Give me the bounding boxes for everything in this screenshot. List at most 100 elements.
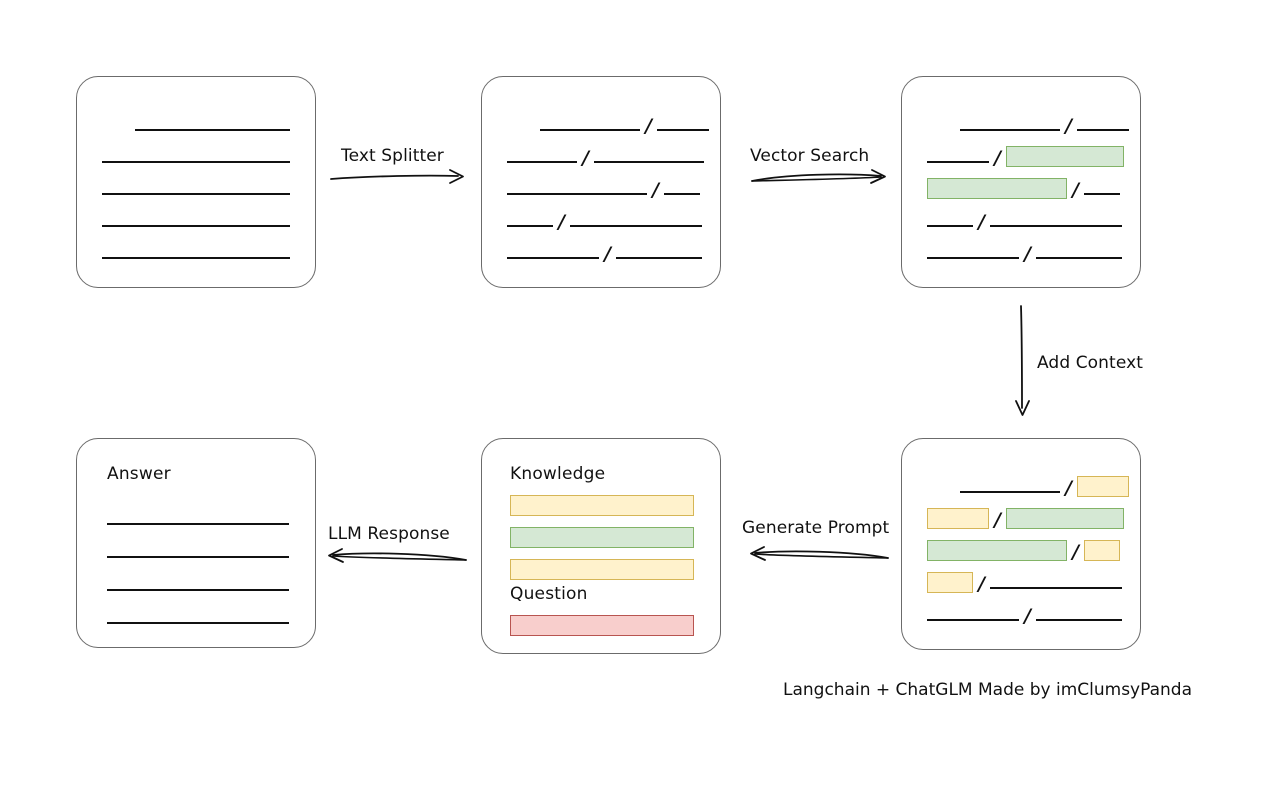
knowledge-bar — [510, 559, 694, 580]
text-line-segment — [102, 257, 290, 259]
text-line-segment — [102, 161, 290, 163]
document-lines: / / / / / — [902, 77, 1140, 287]
source-document-card[interactable] — [76, 76, 316, 288]
slash-separator: / — [645, 115, 652, 137]
slash-separator: / — [994, 147, 1001, 169]
document-line-row: / — [927, 207, 1122, 233]
text-line-segment — [927, 619, 1019, 621]
document-line-row: / — [927, 505, 1124, 531]
highlighted-chunk — [1005, 508, 1124, 529]
text-line-segment — [569, 225, 702, 227]
document-line-row: / — [540, 111, 709, 137]
document-line-row: / — [507, 239, 702, 265]
slash-separator: / — [1065, 477, 1072, 499]
slash-separator: / — [1072, 541, 1079, 563]
arrow-vector-search — [750, 168, 890, 188]
document-lines: / / / / / — [482, 77, 720, 287]
answer-card[interactable]: Answer — [76, 438, 316, 648]
question-label: Question — [510, 584, 588, 604]
text-line-segment — [1035, 257, 1122, 259]
document-line-row — [107, 505, 289, 525]
highlighted-chunk — [927, 572, 973, 593]
slash-separator: / — [994, 509, 1001, 531]
text-line-segment — [1076, 129, 1129, 131]
document-line-row — [107, 538, 289, 558]
document-line-row: / — [927, 537, 1120, 563]
knowledge-bar — [510, 527, 694, 548]
document-line-row — [107, 604, 289, 624]
text-line-segment — [507, 161, 577, 163]
highlighted-chunk — [927, 508, 989, 529]
vector-matched-document-card[interactable]: / / / / / — [901, 76, 1141, 288]
highlighted-chunk — [1083, 540, 1120, 561]
context-document-card[interactable]: / / / / / — [901, 438, 1141, 650]
document-line-row — [102, 207, 290, 227]
slash-separator: / — [978, 573, 985, 595]
split-document-card[interactable]: / / / / / — [481, 76, 721, 288]
text-line-segment — [102, 225, 290, 227]
document-lines: / / / / / — [902, 439, 1140, 649]
document-line-row: / — [927, 601, 1122, 627]
highlighted-chunk — [927, 178, 1067, 199]
document-line-row: / — [960, 473, 1129, 499]
document-lines — [77, 77, 315, 287]
arrow-label-vector-search: Vector Search — [750, 146, 870, 166]
slash-separator: / — [558, 211, 565, 233]
text-line-segment — [107, 622, 289, 624]
document-line-row — [107, 571, 289, 591]
document-line-row: / — [927, 569, 1122, 595]
text-line-segment — [107, 556, 289, 558]
document-line-row: / — [927, 175, 1120, 201]
answer-label: Answer — [107, 464, 171, 484]
text-line-segment — [593, 161, 704, 163]
arrow-add-context — [1012, 305, 1034, 418]
highlighted-chunk — [927, 540, 1067, 561]
text-line-segment — [102, 193, 290, 195]
document-line-row: / — [960, 111, 1129, 137]
document-line-row — [135, 111, 290, 131]
document-line-row: / — [507, 207, 702, 233]
document-line-row: / — [507, 175, 700, 201]
arrow-label-llm-response: LLM Response — [328, 524, 450, 544]
slash-separator: / — [1024, 605, 1031, 627]
footer-credit: Langchain + ChatGLM Made by imClumsyPand… — [783, 680, 1192, 700]
text-line-segment — [135, 129, 290, 131]
text-line-segment — [507, 225, 553, 227]
text-line-segment — [927, 257, 1019, 259]
arrow-label-text-splitter: Text Splitter — [341, 146, 444, 166]
document-line-row: / — [507, 143, 704, 169]
document-line-row — [102, 143, 290, 163]
text-line-segment — [540, 129, 640, 131]
answer-lines — [77, 439, 315, 647]
slash-separator: / — [1065, 115, 1072, 137]
text-line-segment — [927, 225, 973, 227]
slash-separator: / — [604, 243, 611, 265]
text-line-segment — [507, 257, 599, 259]
text-line-segment — [615, 257, 702, 259]
text-line-segment — [107, 523, 289, 525]
document-line-row: / — [927, 239, 1122, 264]
document-line-row: / — [927, 143, 1124, 169]
slash-separator: / — [1072, 179, 1079, 201]
arrow-label-generate-prompt: Generate Prompt — [742, 518, 890, 538]
prompt-card[interactable]: Knowledge Question — [481, 438, 721, 654]
highlighted-chunk — [1076, 476, 1129, 497]
slash-separator: / — [652, 179, 659, 201]
slash-separator: / — [582, 147, 589, 169]
arrow-generate-prompt — [742, 545, 890, 565]
text-line-segment — [927, 161, 989, 163]
knowledge-bar — [510, 495, 694, 516]
document-line-row — [102, 175, 290, 195]
text-line-segment — [989, 225, 1122, 227]
text-line-segment — [663, 193, 700, 195]
text-line-segment — [507, 193, 647, 195]
text-line-segment — [989, 587, 1122, 589]
text-line-segment — [1035, 619, 1122, 621]
text-line-segment — [107, 589, 289, 591]
text-line-segment — [656, 129, 709, 131]
arrow-label-add-context: Add Context — [1037, 353, 1144, 373]
slash-separator: / — [978, 211, 985, 233]
knowledge-label: Knowledge — [510, 464, 606, 484]
arrow-llm-response — [320, 547, 468, 567]
text-line-segment — [960, 129, 1060, 131]
